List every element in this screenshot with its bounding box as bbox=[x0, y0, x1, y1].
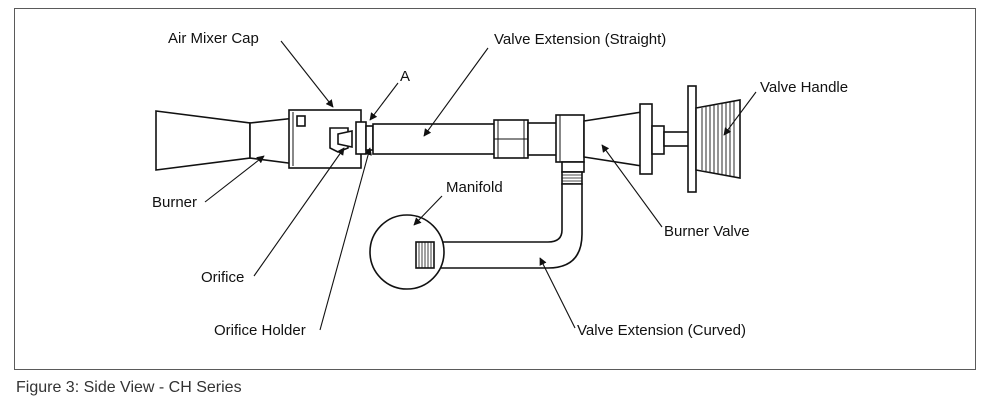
orifice-holder bbox=[355, 121, 367, 155]
valve-pipe bbox=[527, 122, 559, 156]
orifice bbox=[337, 130, 353, 148]
valve-extension-straight bbox=[372, 123, 496, 155]
label-valve-extension-curved: Valve Extension (Curved) bbox=[577, 322, 746, 339]
figure-frame bbox=[14, 8, 976, 370]
figure-caption: Figure 3: Side View - CH Series bbox=[16, 379, 242, 396]
leader-burner bbox=[204, 155, 265, 203]
label-valve-handle: Valve Handle bbox=[760, 79, 848, 96]
leader-valve-extension-curved bbox=[539, 257, 576, 329]
leader-valve-handle bbox=[723, 91, 757, 136]
burner-cone bbox=[155, 110, 251, 171]
valve-extension-curved bbox=[433, 183, 583, 269]
leader-orifice-holder bbox=[319, 147, 372, 331]
label-valve-extension-straight: Valve Extension (Straight) bbox=[494, 31, 666, 48]
label-orifice: Orifice bbox=[201, 269, 244, 286]
manifold bbox=[369, 214, 445, 290]
leader-valve-extension-straight bbox=[423, 47, 489, 137]
valve-handle-knurl bbox=[701, 101, 735, 177]
valve-handle-disc bbox=[687, 85, 697, 193]
leader-manifold bbox=[413, 195, 443, 226]
label-a: A bbox=[400, 68, 410, 85]
leader-a bbox=[369, 82, 399, 121]
leader-air-mixer-cap bbox=[280, 40, 334, 108]
label-burner-valve: Burner Valve bbox=[664, 223, 750, 240]
leader-orifice bbox=[253, 147, 345, 277]
leader-burner-valve bbox=[601, 144, 663, 228]
label-air-mixer-cap: Air Mixer Cap bbox=[168, 30, 259, 47]
burner-valve-body bbox=[583, 111, 643, 167]
label-manifold: Manifold bbox=[446, 179, 503, 196]
label-orifice-holder: Orifice Holder bbox=[214, 322, 306, 339]
label-burner: Burner bbox=[152, 194, 197, 211]
